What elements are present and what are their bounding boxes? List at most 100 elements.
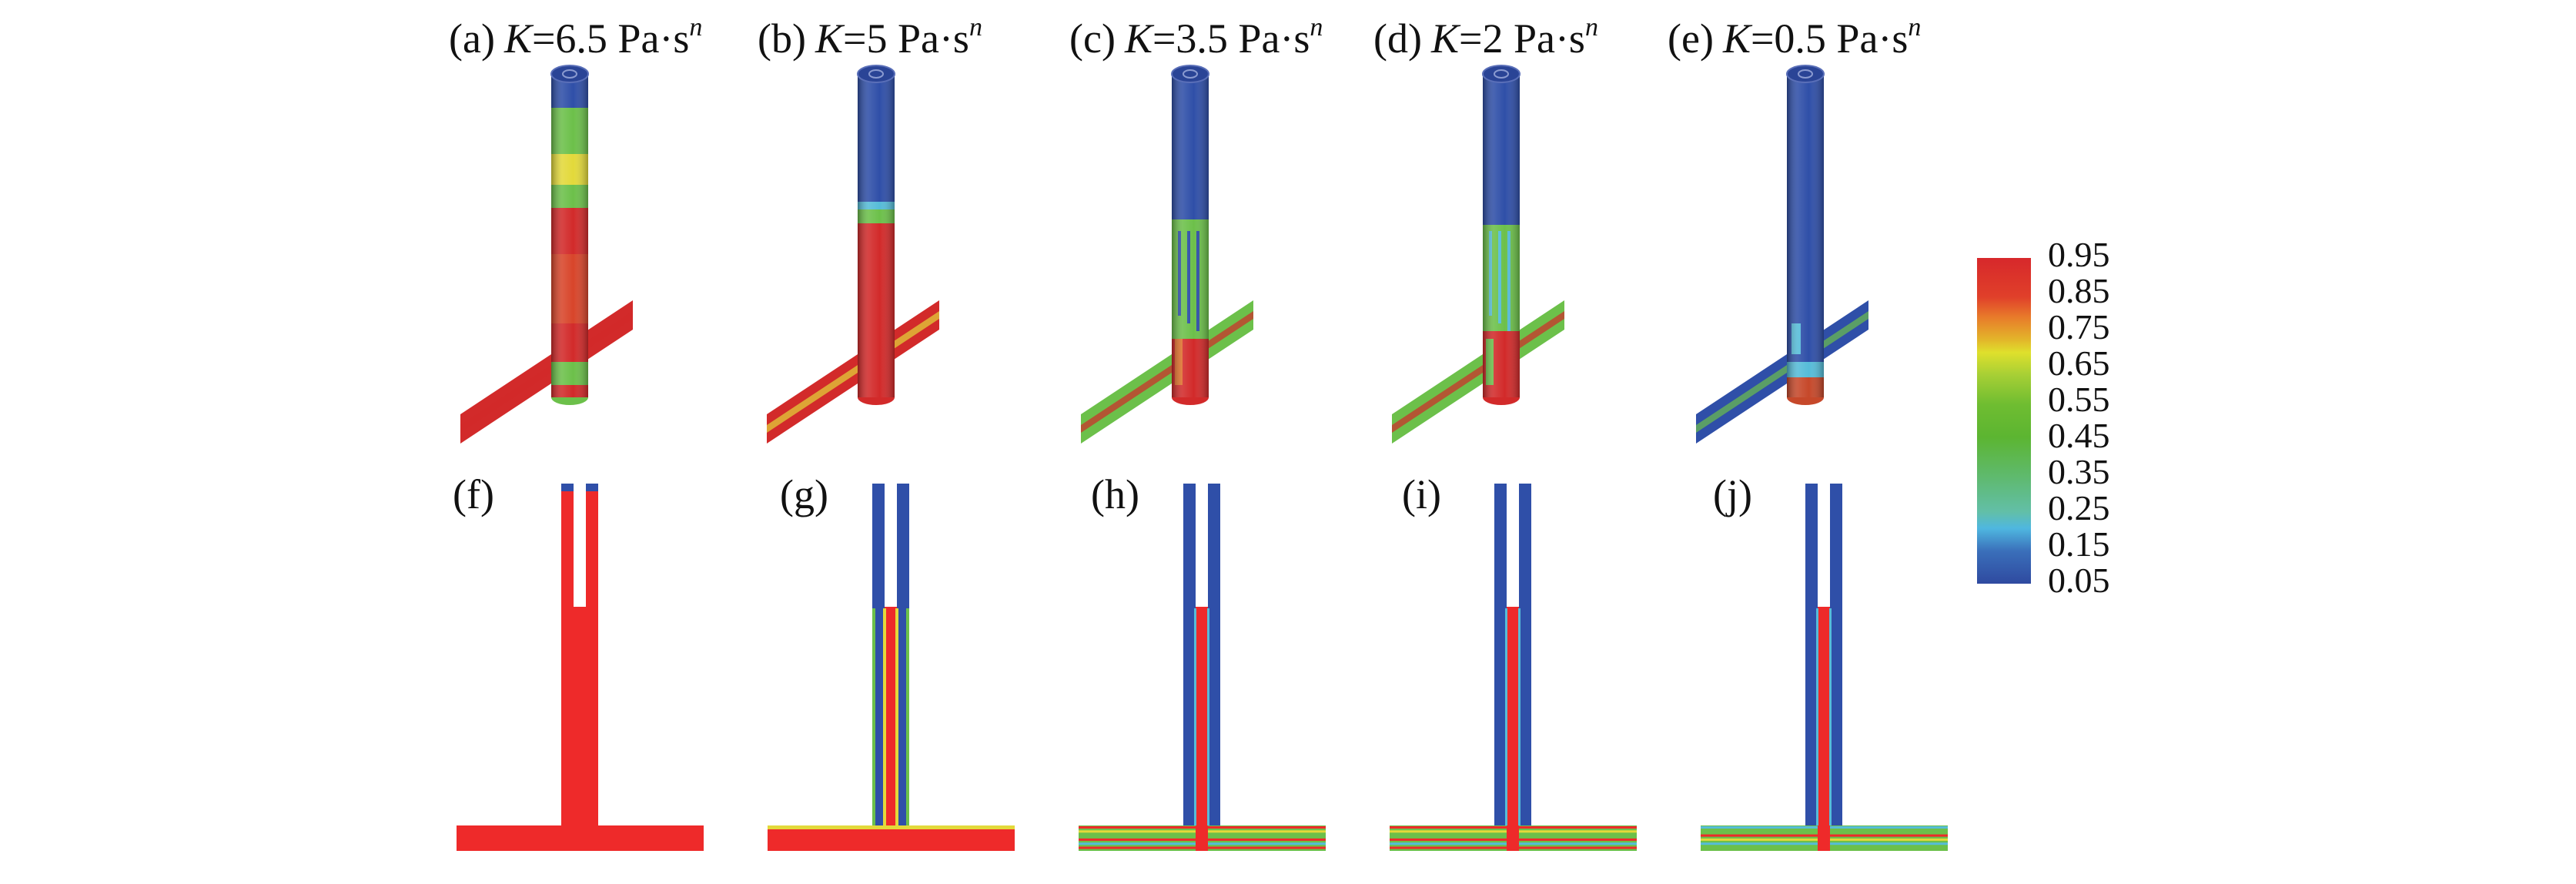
tube-top-cap bbox=[550, 65, 589, 83]
panel-label-g: (g) bbox=[780, 471, 828, 517]
panel-label: (a) bbox=[449, 15, 495, 62]
colorbar-tick-label: 0.35 bbox=[2048, 452, 2110, 491]
annulus-left bbox=[1805, 484, 1818, 825]
k-exponent: n bbox=[1310, 13, 1323, 42]
k-value: =2 Pa·s bbox=[1459, 15, 1585, 62]
colorbar-tick-label: 0.85 bbox=[2048, 271, 2110, 310]
panel-label-i: (i) bbox=[1402, 471, 1441, 517]
interface-right-inner bbox=[895, 608, 898, 825]
tube-shading bbox=[858, 74, 895, 397]
interface-left-inner bbox=[1816, 608, 1818, 825]
panel-label: (e) bbox=[1668, 15, 1714, 62]
interface-left-inner bbox=[883, 608, 886, 825]
panel-title-e: (e)K=0.5 Pa·sn bbox=[1668, 13, 1921, 62]
plate-stripe bbox=[1392, 311, 1564, 433]
section-view-i bbox=[1390, 484, 1637, 851]
interface-right bbox=[906, 608, 909, 825]
annulus-right bbox=[1830, 484, 1842, 825]
k-exponent: n bbox=[1585, 13, 1598, 42]
interface-left-inner bbox=[1505, 608, 1507, 825]
plate-stripe bbox=[767, 311, 939, 433]
tube-shading bbox=[1787, 74, 1824, 397]
colorbar-tick-label: 0.55 bbox=[2048, 380, 2110, 419]
top-3d-views bbox=[460, 65, 1868, 444]
k-value: =6.5 Pa·s bbox=[532, 15, 689, 62]
horizontal-channel bbox=[457, 825, 704, 851]
inner-pipe-opening bbox=[1494, 69, 1509, 79]
tube-shading bbox=[551, 74, 588, 397]
inner-pipe-opening bbox=[562, 69, 577, 79]
k-exponent: n bbox=[689, 13, 702, 42]
annulus-right-top bbox=[586, 484, 598, 491]
annulus-left-top bbox=[561, 484, 574, 491]
jet-impact bbox=[1818, 825, 1830, 851]
k-value: =5 Pa·s bbox=[843, 15, 969, 62]
jet-impact bbox=[1507, 825, 1519, 851]
k-value: =3.5 Pa·s bbox=[1153, 15, 1310, 62]
tube-top-cap bbox=[1171, 65, 1209, 83]
interface-left-inner bbox=[1194, 608, 1196, 825]
inner-pipe-gap bbox=[1507, 484, 1519, 607]
interface-right-inner bbox=[1829, 608, 1832, 825]
panel-label: (b) bbox=[758, 15, 806, 62]
tube-shading bbox=[1172, 74, 1209, 397]
panel-title-a: (a)K=6.5 Pa·sn bbox=[449, 13, 702, 62]
tube-view-b bbox=[767, 65, 939, 444]
inner-pipe-opening bbox=[1798, 69, 1813, 79]
inner-pipe-gap bbox=[885, 484, 897, 607]
tube-top-cap bbox=[857, 65, 895, 83]
k-exponent: n bbox=[969, 13, 982, 42]
colorbar-tick-label: 0.25 bbox=[2048, 488, 2110, 527]
tube-shading bbox=[1483, 74, 1520, 397]
center-jet bbox=[885, 607, 897, 825]
inner-pipe-gap bbox=[1196, 484, 1208, 607]
horizontal-channel bbox=[768, 825, 1015, 851]
k-value: =0.5 Pa·s bbox=[1751, 15, 1908, 62]
section-view-g bbox=[768, 484, 1015, 851]
annulus-right bbox=[1208, 484, 1220, 825]
panel-title-c: (c)K=3.5 Pa·sn bbox=[1069, 13, 1323, 62]
tube-view-c bbox=[1081, 65, 1253, 444]
annulus-left bbox=[1494, 484, 1507, 825]
tube-top-cap bbox=[1786, 65, 1825, 83]
panel-label-h: (h) bbox=[1091, 471, 1139, 517]
panel-label-f: (f) bbox=[453, 471, 494, 517]
tube-top-cap bbox=[1482, 65, 1521, 83]
inner-pipe-opening bbox=[1183, 69, 1198, 79]
inner-pipe-gap bbox=[574, 484, 586, 607]
panel-label-j: (j) bbox=[1713, 471, 1752, 517]
colorbar-tick-label: 0.95 bbox=[2048, 235, 2110, 274]
panel-title-b: (b)K=5 Pa·sn bbox=[758, 13, 982, 62]
colorbar-tick-label: 0.15 bbox=[2048, 524, 2110, 564]
tube-view-d bbox=[1392, 65, 1564, 444]
center-jet bbox=[1196, 607, 1208, 825]
annulus-left bbox=[1183, 484, 1196, 825]
k-exponent: n bbox=[1908, 13, 1921, 42]
top-titles: (a)K=6.5 Pa·sn (b)K=5 Pa·sn (c)K=3.5 Pa·… bbox=[449, 13, 1921, 62]
tube-view-e bbox=[1696, 65, 1868, 444]
k-symbol: K bbox=[1124, 15, 1155, 62]
k-symbol: K bbox=[503, 15, 534, 62]
plate-stripe bbox=[460, 311, 633, 433]
colorbar-tick-label: 0.65 bbox=[2048, 343, 2110, 383]
jet-impact bbox=[1196, 825, 1208, 851]
interface-right-inner bbox=[1207, 608, 1209, 825]
colorbar-tick-label: 0.75 bbox=[2048, 307, 2110, 347]
plate-stripe bbox=[1696, 311, 1868, 433]
center-jet bbox=[1818, 607, 1830, 825]
inner-pipe-opening bbox=[868, 69, 884, 79]
colorbar-tick-label: 0.45 bbox=[2048, 416, 2110, 455]
interface-left bbox=[872, 608, 875, 825]
inner-pipe-gap bbox=[1818, 484, 1830, 607]
k-symbol: K bbox=[1430, 15, 1461, 62]
section-view-h bbox=[1079, 484, 1326, 851]
bottom-section-views bbox=[457, 484, 1948, 851]
plate-stripe bbox=[1081, 311, 1253, 433]
bottom-labels: (f) (g) (h) (i) (j) bbox=[453, 471, 1752, 517]
k-symbol: K bbox=[1722, 15, 1753, 62]
interface-right-inner bbox=[1518, 608, 1521, 825]
annulus-right bbox=[1519, 484, 1531, 825]
colorbar-gradient bbox=[1977, 258, 2031, 584]
panel-label: (c) bbox=[1069, 15, 1116, 62]
